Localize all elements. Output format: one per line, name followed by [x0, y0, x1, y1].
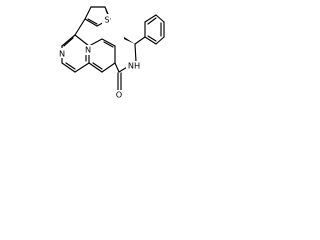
amide-nh-label: NH: [128, 61, 140, 71]
atom-label-background: [126, 61, 143, 71]
ring-bond: [101, 62, 116, 73]
ring-bond: [88, 62, 103, 73]
thiophene-bond: [84, 18, 98, 27]
phenyl-double-bond: [147, 17, 157, 25]
chemical-structure: S N N NH O: [58, 6, 165, 100]
ring-bond: [101, 38, 116, 47]
ring-bond: [88, 38, 103, 47]
phenyl-bond: [155, 36, 165, 45]
thiophene-sulfur-label: S: [104, 15, 109, 25]
thiophene-double-bond: [87, 18, 98, 25]
ring-bond: [61, 34, 76, 47]
naphthyridine-n1-label: N: [85, 45, 91, 55]
biaryl-bond: [74, 18, 86, 36]
phenyl-bond: [144, 36, 157, 45]
ring-bond: [74, 62, 90, 73]
phenyl-double-bond: [147, 35, 157, 42]
carbonyl-oxygen-label: O: [116, 90, 122, 100]
naphthyridine-right-ring: [88, 38, 116, 73]
nh-stereocenter-bond: [134, 43, 137, 63]
naphthyridine-n7-label: N: [59, 49, 65, 59]
atom-labels: S N N NH O: [58, 14, 143, 100]
stereocenter-phenyl-bond: [134, 36, 146, 45]
ring-bond: [61, 62, 76, 73]
stereo-wedge: [124, 37, 135, 44]
ring-double-bond: [103, 41, 114, 48]
ring-bond: [74, 34, 90, 47]
atom-label-background: [114, 90, 124, 100]
phenyl-bond: [144, 14, 157, 23]
ring-double-bond: [63, 37, 74, 47]
ring-double-bond: [92, 62, 103, 70]
atom-label-background: [58, 48, 67, 58]
phenyl-bond: [155, 14, 165, 23]
atom-label-background: [84, 45, 93, 55]
thiophene-bond: [84, 6, 92, 20]
aryl-carbonyl-bond: [114, 62, 120, 73]
phenylethyl-group: [124, 14, 165, 63]
atom-label-background: [102, 14, 110, 24]
ring-double-bond: [65, 62, 76, 70]
